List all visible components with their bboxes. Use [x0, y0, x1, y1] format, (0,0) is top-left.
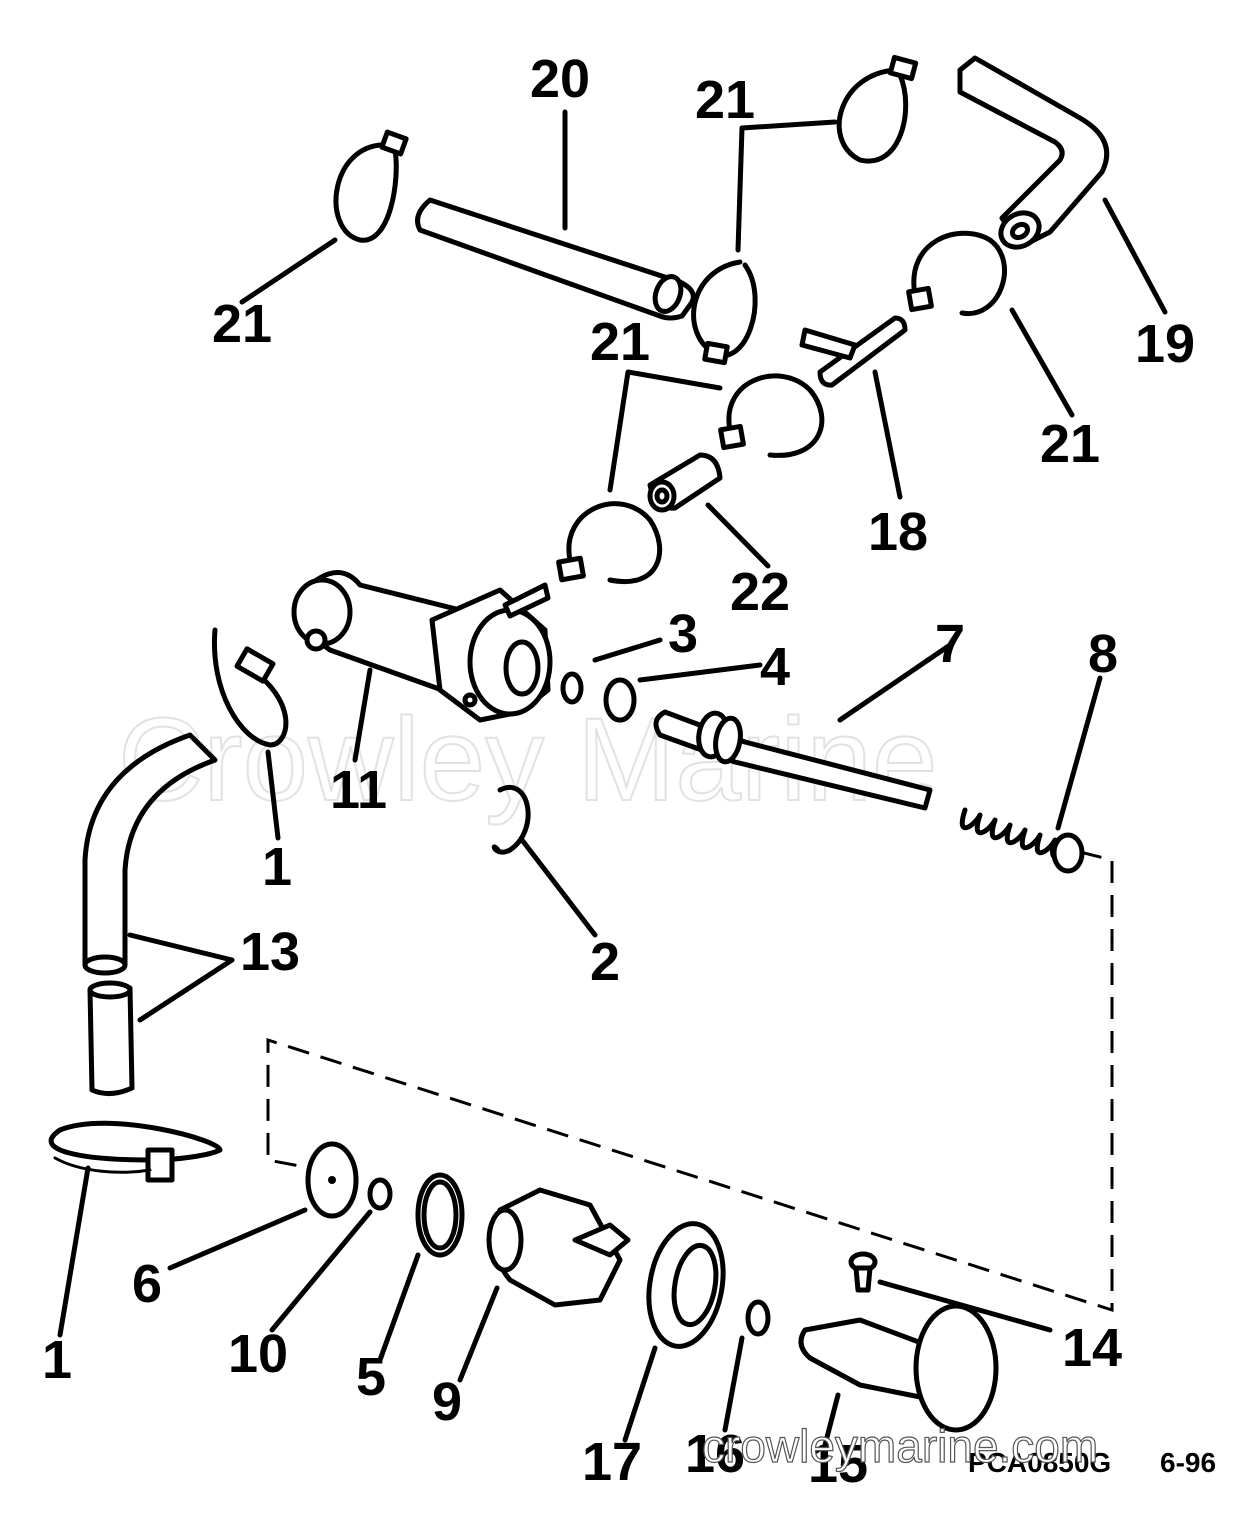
callout-14: 14: [1062, 1318, 1122, 1378]
callout-8: 8: [1088, 624, 1118, 684]
callout-4: 4: [760, 637, 790, 697]
callout-21: 21: [212, 294, 272, 354]
callout-20: 20: [530, 49, 590, 109]
callout-18: 18: [868, 502, 928, 562]
hose-20: [415, 197, 696, 321]
callout-21: 21: [1040, 414, 1100, 474]
watermark-url: crowleymarine.com: [702, 1420, 1098, 1472]
o-ring-10: [367, 1177, 393, 1211]
callout-21: 21: [590, 312, 650, 372]
nut-17: [646, 1221, 726, 1349]
clamp-1-lower: [48, 1120, 223, 1183]
callout-1: 1: [42, 1330, 72, 1390]
callout-22: 22: [730, 562, 790, 622]
o-ring-4: [603, 677, 637, 723]
callout-3: 3: [668, 604, 698, 664]
screw-14: [848, 1251, 878, 1293]
clamp-21-bottom: [556, 501, 663, 584]
clamp-1-upper: [211, 627, 289, 748]
clamp-21-top-middle: [836, 54, 919, 164]
o-ring-3: [560, 671, 584, 705]
tee-fitting-18: [799, 315, 908, 388]
callout-2: 2: [590, 932, 620, 992]
washer-6: [305, 1141, 359, 1219]
callout-10: 10: [228, 1324, 288, 1384]
hose-13: [82, 732, 218, 1096]
plunger-7: [653, 709, 933, 811]
callout-16: 16: [685, 1424, 745, 1484]
callout-7: 7: [935, 614, 965, 674]
clamp-21-right: [906, 230, 1008, 316]
gasket-5: [415, 1172, 465, 1258]
drawing-code: PCA0850G: [968, 1447, 1111, 1478]
leader-lines: [57, 109, 1168, 1448]
hose-19: [957, 55, 1110, 250]
callout-17: 17: [582, 1432, 642, 1492]
callout-13: 13: [240, 922, 300, 982]
clamp-21-middle: [691, 259, 758, 366]
callout-9: 9: [432, 1372, 462, 1432]
clamp-21-left: [333, 129, 409, 243]
spring-8: [959, 807, 1085, 874]
callout-21: 21: [695, 70, 755, 130]
connector-22: [647, 452, 723, 513]
button-15: [798, 1303, 999, 1433]
o-ring-16: [745, 1299, 771, 1337]
clamp-21-lower: [718, 373, 825, 458]
assembly-line-dashed: [266, 850, 1114, 1313]
primer-body-11: [291, 570, 553, 723]
callout-5: 5: [356, 1347, 386, 1407]
callout-11: 11: [330, 760, 387, 820]
callout-1: 1: [262, 837, 292, 897]
callout-6: 6: [132, 1254, 162, 1314]
retaining-ring-2: [491, 785, 531, 855]
drawing-date: 6-96: [1160, 1447, 1216, 1478]
callout-19: 19: [1135, 314, 1195, 374]
housing-9: [486, 1187, 631, 1308]
callout-15: 15: [808, 1434, 868, 1494]
